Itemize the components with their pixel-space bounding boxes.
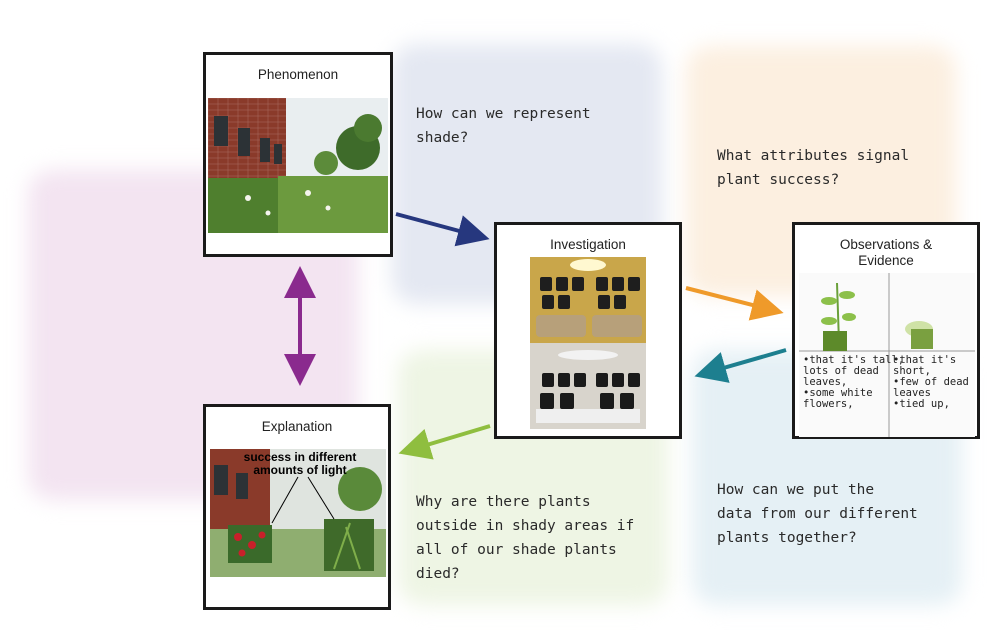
observations-worksheet: •that it's tall, lots of dead leaves, •s…: [799, 273, 975, 437]
arrow-phenomenon-to-investigation: [395, 212, 490, 247]
arrow-observations-to-investigation: [694, 348, 787, 383]
investigation-card: Investigation: [494, 222, 682, 439]
arrow-investigation-to-explanation: [398, 424, 491, 460]
phenomenon-title: Phenomenon: [257, 67, 339, 82]
explanation-title: Explanation: [261, 419, 333, 434]
arrow-investigation-to-observations: [685, 286, 784, 321]
question-plant-success: What attributes signal plant success?: [717, 148, 910, 188]
phenomenon-card: Phenomenon: [203, 52, 393, 257]
question-shady-plants: Why are there plants outside in shady ar…: [416, 494, 635, 582]
explanation-photo: success in different amounts of light: [210, 449, 386, 577]
investigation-title: Investigation: [550, 237, 626, 252]
explanation-overlay-label: success in different amounts of light: [243, 450, 357, 477]
observation-note-right: •that it's short, •few of dead leaves •t…: [893, 354, 969, 410]
explanation-card: Explanation success in different amounts…: [203, 404, 391, 610]
question-represent-shade: How can we represent shade?: [416, 106, 591, 146]
observations-title: Observations & Evidence: [839, 237, 933, 268]
question-combine-data: How can we put the data from our differe…: [717, 482, 918, 546]
observations-card: Observations & Evidence •that it's tall,…: [792, 222, 980, 439]
investigation-photo: [530, 257, 646, 429]
observation-note-left: •that it's tall, lots of dead leaves, •s…: [803, 354, 905, 410]
phenomenon-photo: [208, 98, 388, 233]
